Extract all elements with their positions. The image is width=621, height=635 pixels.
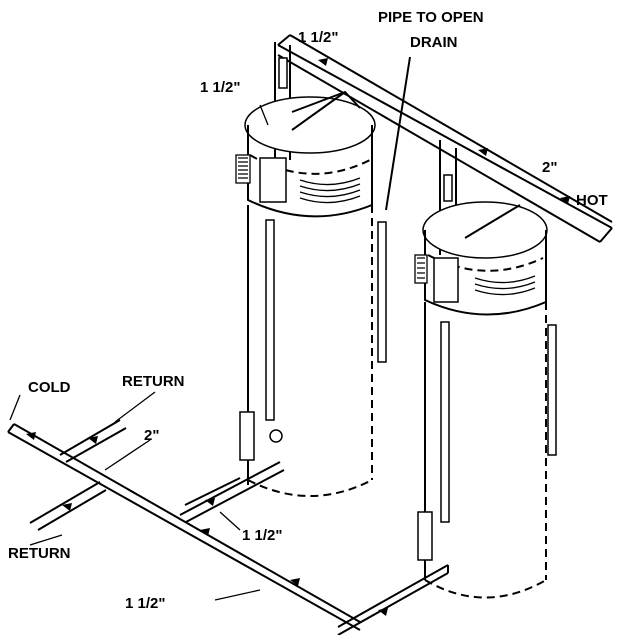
label-left-top-size: 1 1/2"	[200, 79, 240, 96]
drain-leader	[385, 56, 411, 211]
label-return-bottom: RETURN	[8, 545, 71, 562]
left-water-heater	[235, 90, 387, 497]
label-return-top: RETURN	[122, 373, 185, 390]
label-drain: DRAIN	[410, 34, 458, 51]
label-mid-size-1-5: 1 1/2"	[242, 527, 282, 544]
right-water-heater	[414, 201, 557, 599]
cold-return-piping	[7, 104, 449, 635]
label-mid-size-2: 2"	[144, 427, 159, 444]
label-top-size: 1 1/2"	[298, 29, 338, 46]
label-pipe-to-open: PIPE TO OPEN	[378, 9, 484, 26]
label-cold: COLD	[28, 379, 71, 396]
label-bottom-size: 1 1/2"	[125, 595, 165, 612]
label-hot-size: 2"	[542, 159, 557, 176]
label-hot: HOT	[576, 192, 608, 209]
